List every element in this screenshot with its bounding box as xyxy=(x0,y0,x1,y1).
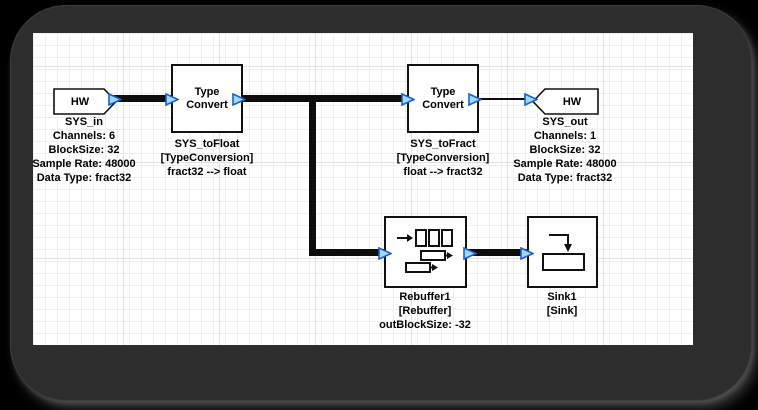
hw-label: HW xyxy=(70,95,90,108)
sys-out-label-group: SYS_out Channels: 1 BlockSize: 32 Sample… xyxy=(480,115,650,185)
samplerate-label: Sample Rate: 48000 xyxy=(32,158,136,170)
block-name-label: Sink1 xyxy=(547,291,577,303)
class-label: [TypeConversion] xyxy=(396,152,490,164)
wire-branch-vertical[interactable] xyxy=(309,95,316,256)
tofloat-input-pin-icon[interactable] xyxy=(165,93,179,106)
channels-label: Channels: 6 xyxy=(52,130,116,142)
rebuffer-icon xyxy=(397,229,453,273)
wire-rebuffer-to-sink[interactable] xyxy=(467,249,529,256)
block-sys-tofloat-title: Type Convert xyxy=(186,85,228,111)
block-sys-in-title: HW xyxy=(53,88,107,115)
tofloat-output-pin-icon[interactable] xyxy=(232,93,246,106)
sink1-label-group: Sink1 [Sink] xyxy=(477,290,647,318)
tofract-output-pin-icon[interactable] xyxy=(468,93,482,106)
block-sys-in[interactable] xyxy=(53,88,117,115)
rebuffer-input-pin-icon[interactable] xyxy=(378,247,392,260)
block-name-label: SYS_in xyxy=(65,116,103,128)
tofract-input-pin-icon[interactable] xyxy=(401,93,415,106)
outblocksize-label: outBlockSize: -32 xyxy=(379,319,471,331)
samplerate-label: Sample Rate: 48000 xyxy=(513,158,617,170)
hw-label: HW xyxy=(562,95,582,108)
rebuffer-output-pin-icon[interactable] xyxy=(463,247,477,260)
rebuffer1-label-group: Rebuffer1 [Rebuffer] outBlockSize: -32 xyxy=(340,290,510,332)
sys-tofract-label-group: SYS_toFract [TypeConversion] float --> f… xyxy=(358,137,528,179)
block-sys-tofract[interactable]: Type Convert xyxy=(407,64,479,133)
wire-tofract-to-sysout[interactable] xyxy=(480,98,526,100)
block-name-label: SYS_toFract xyxy=(410,138,476,150)
sys-tofloat-label-group: SYS_toFloat [TypeConversion] fract32 -->… xyxy=(122,137,292,179)
design-canvas[interactable]: HW Type Convert Type Convert HW xyxy=(32,33,693,345)
block-sink1[interactable] xyxy=(527,216,598,288)
sys-out-input-pin-icon[interactable] xyxy=(524,93,538,106)
block-sys-out-title: HW xyxy=(545,88,599,115)
channels-label: Channels: 1 xyxy=(533,130,597,142)
wire-sysin-to-tofloat[interactable] xyxy=(113,95,173,102)
sink-icon xyxy=(542,234,585,271)
blocksize-label: BlockSize: 32 xyxy=(48,144,120,156)
datatype-label: Data Type: fract32 xyxy=(517,172,613,184)
block-name-label: SYS_out xyxy=(542,116,588,128)
sink-input-pin-icon[interactable] xyxy=(520,247,534,260)
blocksize-label: BlockSize: 32 xyxy=(529,144,601,156)
wire-tofloat-to-tofract[interactable] xyxy=(241,95,409,102)
sys-in-output-pin-icon[interactable] xyxy=(108,93,122,106)
block-name-label: Rebuffer1 xyxy=(399,291,451,303)
class-label: [TypeConversion] xyxy=(160,152,254,164)
conversion-label: fract32 --> float xyxy=(167,166,247,178)
wire-branch-to-rebuffer[interactable] xyxy=(309,249,388,256)
block-sys-tofloat[interactable]: Type Convert xyxy=(171,64,243,133)
conversion-label: float --> fract32 xyxy=(403,166,483,178)
block-name-label: SYS_toFloat xyxy=(174,138,240,150)
block-sys-tofract-title: Type Convert xyxy=(422,85,464,111)
class-label: [Rebuffer] xyxy=(398,305,452,317)
block-sys-out[interactable] xyxy=(532,88,599,115)
datatype-label: Data Type: fract32 xyxy=(36,172,132,184)
class-label: [Sink] xyxy=(546,305,578,317)
sys-in-label-group: SYS_in Channels: 6 BlockSize: 32 Sample … xyxy=(0,115,169,185)
